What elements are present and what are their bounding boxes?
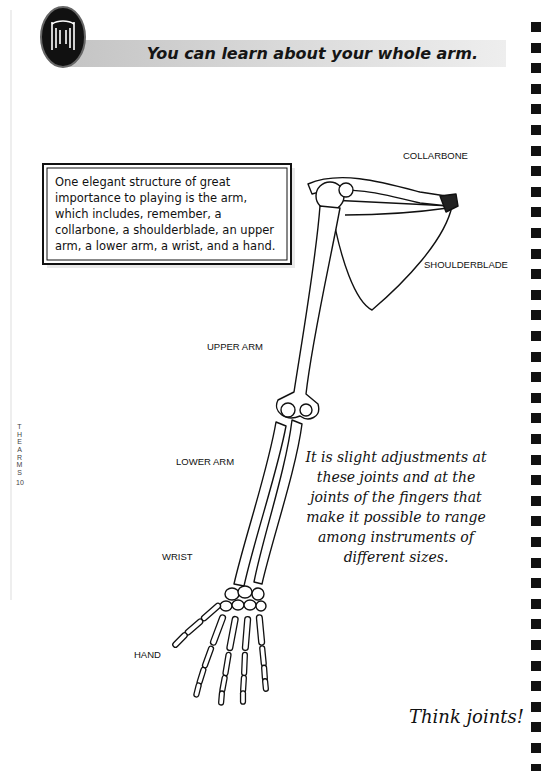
binding-square bbox=[531, 558, 541, 568]
binding-square bbox=[531, 619, 541, 629]
binding-square bbox=[531, 578, 541, 588]
binding-square bbox=[531, 228, 541, 238]
bone-outline bbox=[196, 685, 198, 694]
binding-square bbox=[531, 43, 541, 53]
icon-oval bbox=[41, 7, 85, 67]
binding-square bbox=[531, 249, 541, 259]
bone-fill bbox=[196, 685, 198, 694]
bone-fill bbox=[262, 668, 266, 679]
binding-square bbox=[531, 681, 541, 691]
binding-square bbox=[531, 413, 541, 423]
bone-outline bbox=[262, 681, 269, 689]
binding-square bbox=[531, 331, 541, 341]
finger-bones bbox=[175, 606, 265, 703]
bone-outline bbox=[213, 618, 222, 642]
bone-outline bbox=[200, 670, 204, 682]
bone-fill bbox=[204, 606, 218, 618]
bone-outline bbox=[218, 693, 225, 702]
part-label: UPPER ARM bbox=[207, 341, 263, 352]
binding-square bbox=[531, 475, 541, 485]
header-title: You can learn about your whole arm. bbox=[147, 44, 478, 63]
binding-square bbox=[531, 290, 541, 300]
binding-square bbox=[531, 352, 541, 362]
bone-fill bbox=[263, 681, 267, 689]
bone-outline bbox=[240, 693, 246, 701]
binding-square bbox=[531, 434, 541, 444]
bone-outline bbox=[262, 648, 264, 663]
bone-fill bbox=[230, 619, 235, 647]
page-number: 10 bbox=[16, 479, 24, 486]
binding-square bbox=[531, 764, 541, 771]
part-label: LOWER ARM bbox=[176, 456, 234, 467]
binding-square bbox=[531, 599, 541, 609]
binding-square bbox=[531, 310, 541, 320]
bone-outline bbox=[225, 655, 228, 673]
header-band bbox=[66, 40, 506, 67]
bone-fill bbox=[219, 693, 223, 702]
binding-square bbox=[531, 455, 541, 465]
box-outer bbox=[43, 164, 291, 264]
binding-square bbox=[531, 84, 541, 94]
bone-outline bbox=[222, 678, 224, 690]
margin-rule bbox=[11, 10, 12, 600]
binding-square bbox=[531, 372, 541, 382]
binding-square bbox=[531, 104, 541, 114]
bone-fill bbox=[222, 678, 224, 690]
bone-fill bbox=[245, 619, 247, 647]
binding-square bbox=[531, 661, 541, 671]
binding-square bbox=[531, 722, 541, 732]
binding-square bbox=[531, 702, 541, 712]
box-text: One elegant structure of great importanc… bbox=[55, 174, 279, 254]
binding-square bbox=[531, 537, 541, 547]
part-label: WRIST bbox=[162, 551, 193, 562]
binding-square bbox=[531, 22, 541, 32]
bone-outline bbox=[241, 655, 248, 673]
binding-square bbox=[531, 166, 541, 176]
binding-square bbox=[531, 743, 541, 753]
icon-figure bbox=[52, 21, 74, 50]
note-text: It is slight adjustments at these joints… bbox=[298, 447, 494, 567]
bone-outline bbox=[245, 619, 247, 647]
binding-square bbox=[531, 393, 541, 403]
bone-fill bbox=[188, 622, 200, 633]
bone-outline bbox=[261, 668, 268, 679]
binding-square bbox=[531, 516, 541, 526]
binding-square bbox=[531, 63, 541, 73]
note-heading: Think joints! bbox=[409, 706, 524, 727]
binding-square bbox=[531, 269, 541, 279]
bone-fill bbox=[241, 693, 245, 701]
bone-fill bbox=[225, 655, 228, 673]
binding-square bbox=[531, 207, 541, 217]
binding-square bbox=[531, 640, 541, 650]
bone-outline bbox=[188, 622, 200, 633]
bone-fill bbox=[213, 618, 222, 642]
running-head: THE ARMS bbox=[16, 423, 23, 477]
bone-outline bbox=[205, 649, 211, 666]
bone-fill bbox=[262, 648, 264, 663]
bone-fill bbox=[242, 655, 246, 673]
part-label: SHOULDERBLADE bbox=[424, 259, 508, 270]
part-label: COLLARBONE bbox=[403, 150, 468, 161]
box-inner bbox=[47, 168, 287, 260]
bone-outline bbox=[204, 606, 218, 618]
bone-fill bbox=[200, 670, 204, 682]
bone-outline bbox=[230, 619, 235, 647]
binding-square bbox=[531, 146, 541, 156]
binding-squares bbox=[531, 22, 541, 771]
bone-fill bbox=[259, 618, 261, 642]
bone-outline bbox=[259, 618, 261, 642]
bone-fill bbox=[175, 635, 184, 644]
binding-square bbox=[531, 125, 541, 135]
bone-fill bbox=[241, 678, 245, 690]
binding-square bbox=[531, 187, 541, 197]
bone-outline bbox=[175, 635, 184, 644]
text-box: One elegant structure of great importanc… bbox=[49, 170, 285, 258]
bone-fill bbox=[205, 649, 211, 666]
bone-outline bbox=[240, 678, 247, 690]
part-label: HAND bbox=[134, 649, 161, 660]
binding-square bbox=[531, 496, 541, 506]
header-band: You can learn about your whole arm. bbox=[66, 40, 506, 67]
